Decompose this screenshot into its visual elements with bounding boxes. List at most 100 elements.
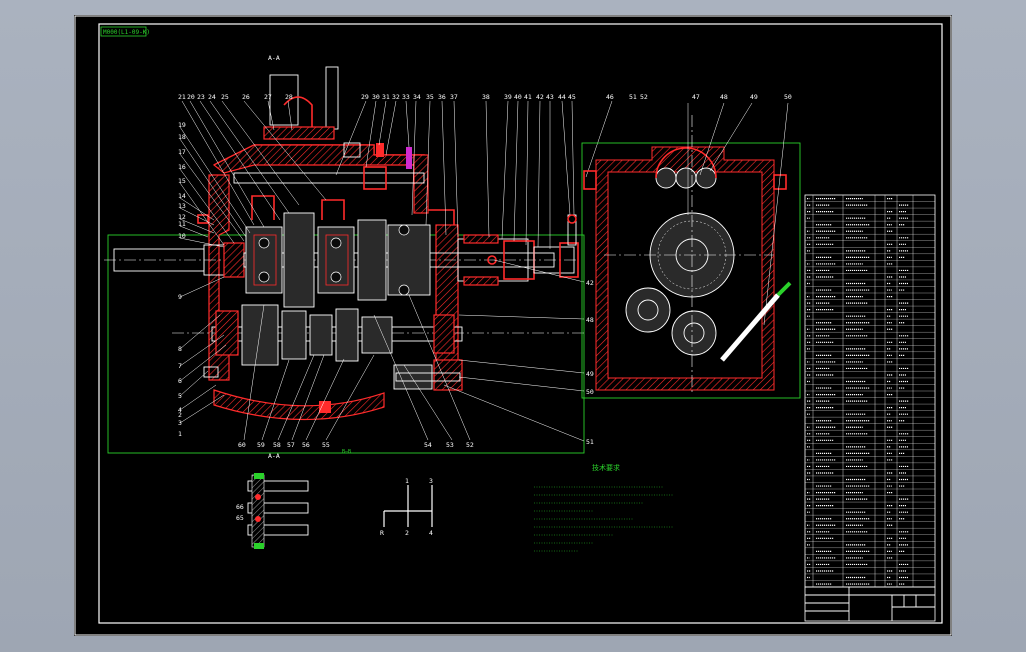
detent-spring [376, 143, 384, 157]
countershaft-front-bearing [215, 310, 239, 356]
rail-detail-view: 66 65 [236, 473, 309, 549]
synchro-ring [325, 234, 349, 286]
svg-text:52: 52 [640, 93, 648, 101]
housing-rear-upper [413, 154, 429, 214]
svg-text:66: 66 [236, 503, 244, 511]
gear-r-label: R [380, 529, 384, 537]
bearing-ball [330, 271, 342, 283]
svg-text:55: 55 [322, 441, 330, 449]
synchro-hub-2 [317, 226, 355, 294]
view-label-top: A-A [268, 54, 280, 62]
svg-text:52: 52 [466, 441, 474, 449]
shift-fork-2 [251, 195, 275, 220]
reverse-idler-gear [393, 364, 433, 390]
svg-text:51: 51 [586, 438, 594, 446]
shift-rail [233, 172, 425, 184]
main-gear-1st [387, 224, 431, 296]
part-labels-left: 19 18 17 16 15 14 13 12 11 10 9 8 7 6 5 … [178, 121, 186, 438]
detail-plug [254, 473, 264, 479]
shift-lever [325, 66, 339, 130]
shift-cover-flange [263, 126, 335, 140]
svg-text:17: 17 [178, 148, 186, 156]
svg-text:18: 18 [178, 133, 186, 141]
svg-text:4: 4 [178, 406, 182, 414]
svg-text:7: 7 [178, 362, 182, 370]
drain-plug [319, 401, 331, 413]
leaders-left [179, 126, 251, 424]
svg-text:19: 19 [178, 121, 186, 129]
countershaft-rear-bearing [433, 314, 455, 354]
svg-text:49: 49 [586, 370, 594, 378]
dipstick [720, 293, 780, 362]
svg-text:43: 43 [546, 93, 554, 101]
bearing-ball [330, 237, 342, 249]
detail-rail [247, 502, 309, 514]
gear-1-label: 1 [405, 477, 409, 485]
svg-text:50: 50 [784, 93, 792, 101]
breather [406, 147, 412, 169]
svg-text:45: 45 [568, 93, 576, 101]
svg-text:20: 20 [187, 93, 195, 101]
svg-text:26: 26 [242, 93, 250, 101]
bearing-ball [258, 237, 270, 249]
svg-text:58: 58 [273, 441, 281, 449]
svg-text:53: 53 [446, 441, 454, 449]
bolt-head [203, 366, 219, 378]
svg-text:56: 56 [302, 441, 310, 449]
shift-fork-1 [321, 199, 345, 220]
svg-text:37: 37 [450, 93, 458, 101]
shift-rail-end [675, 167, 697, 189]
svg-text:11: 11 [178, 220, 186, 228]
svg-text:23: 23 [197, 93, 205, 101]
svg-text:40: 40 [514, 93, 522, 101]
output-bolt [567, 214, 577, 246]
bearing-ball [398, 224, 410, 236]
svg-text:5: 5 [178, 392, 182, 400]
svg-text:16: 16 [178, 163, 186, 171]
svg-text:48: 48 [586, 316, 594, 324]
gear-2-label: 2 [405, 529, 409, 537]
svg-text:39: 39 [504, 93, 512, 101]
frame-tag: M000(L1-09-K) [103, 29, 150, 36]
output-shaft-end [533, 246, 575, 274]
reverse-gear-end-view [625, 287, 671, 333]
svg-text:42: 42 [536, 93, 544, 101]
svg-text:2: 2 [178, 411, 182, 419]
svg-text:29: 29 [361, 93, 369, 101]
svg-text:24: 24 [208, 93, 216, 101]
drawing-sheet[interactable]: M000(L1-09-K) A-A A-A B—B [74, 15, 952, 636]
counter-gear-2nd [309, 314, 333, 356]
technical-notes: 技术要求 [534, 463, 674, 552]
svg-text:27: 27 [264, 93, 272, 101]
svg-text:35: 35 [426, 93, 434, 101]
svg-text:21: 21 [178, 93, 186, 101]
view-label-bottom: A-A [268, 452, 280, 460]
svg-text:48: 48 [720, 93, 728, 101]
svg-text:49: 49 [750, 93, 758, 101]
svg-text:14: 14 [178, 192, 186, 200]
interlock-ball [255, 516, 261, 522]
svg-text:65: 65 [236, 514, 244, 522]
shift-pattern: 1 3 R 2 4 [380, 477, 433, 537]
drawing-frame [98, 23, 943, 624]
main-gear-2nd [357, 219, 387, 301]
detail-rail [247, 524, 309, 536]
shift-rail-end [655, 167, 677, 189]
svg-text:1: 1 [178, 430, 182, 438]
input-bearing-cap [223, 242, 245, 278]
sheet-border [74, 15, 952, 636]
svg-text:12: 12 [178, 213, 186, 221]
synchro-ring [253, 234, 277, 286]
counter-gear-drive [241, 304, 279, 366]
svg-text:34: 34 [413, 93, 421, 101]
svg-text:59: 59 [257, 441, 265, 449]
title-block [804, 586, 936, 622]
leaders-bottom [243, 294, 471, 441]
bearing-ball [398, 284, 410, 296]
svg-text:36: 36 [438, 93, 446, 101]
svg-text:44: 44 [558, 93, 566, 101]
svg-text:60: 60 [238, 441, 246, 449]
detail-rail [247, 480, 309, 492]
side-leaders [687, 102, 789, 326]
